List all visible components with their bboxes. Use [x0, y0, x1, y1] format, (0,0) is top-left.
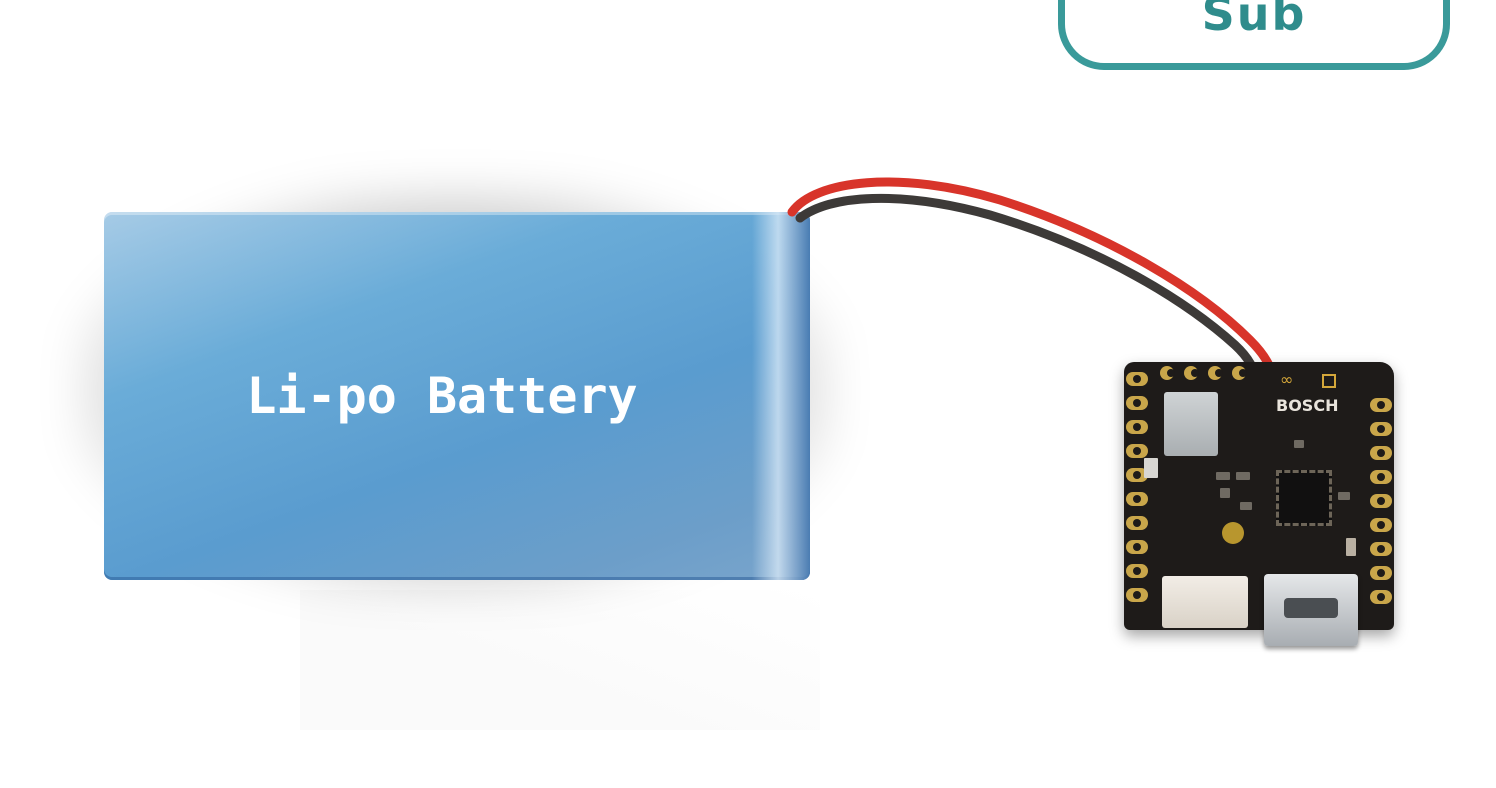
pad: [1126, 372, 1148, 386]
test-point: [1222, 522, 1244, 544]
pad: [1126, 540, 1148, 554]
pad: [1126, 420, 1148, 434]
usb-slot: [1284, 598, 1338, 618]
pad: [1370, 518, 1392, 532]
pad: [1370, 470, 1392, 484]
pad: [1126, 468, 1148, 482]
smd-component: [1220, 488, 1230, 498]
usb-port: [1264, 574, 1358, 646]
pad: [1126, 492, 1148, 506]
pad: [1370, 542, 1392, 556]
top-badge[interactable]: Sub: [1058, 0, 1450, 70]
smd-component: [1236, 472, 1250, 480]
pad: [1126, 564, 1148, 578]
ground-smear: [300, 590, 820, 730]
microcontroller-board: ∞ BOSCH: [1124, 362, 1394, 646]
lipo-battery: Li-po Battery: [104, 212, 810, 580]
pad: [1126, 444, 1148, 458]
pad: [1126, 516, 1148, 530]
pad: [1370, 494, 1392, 508]
smd-component: [1338, 492, 1350, 500]
logo-square: [1322, 374, 1336, 388]
jst-connector: [1162, 576, 1248, 628]
pad: [1370, 422, 1392, 436]
battery-label: Li-po Battery: [246, 367, 638, 425]
smd-component: [1216, 472, 1230, 480]
pad: [1208, 366, 1223, 380]
board-silkscreen: BOSCH: [1276, 396, 1339, 415]
board-logo: ∞: [1280, 370, 1294, 389]
smd-component: [1294, 440, 1304, 448]
pad: [1126, 588, 1148, 602]
battery-connector: [1164, 392, 1218, 456]
pad: [1370, 446, 1392, 460]
red-wire: [787, 177, 1277, 407]
pad: [1184, 366, 1199, 380]
pad: [1160, 366, 1175, 380]
battery-edge-highlight: [752, 212, 810, 580]
pad: [1370, 566, 1392, 580]
pad: [1370, 398, 1392, 412]
badge-label: Sub: [1201, 0, 1307, 41]
pad: [1370, 590, 1392, 604]
pad: [1126, 396, 1148, 410]
smd-component: [1346, 538, 1356, 556]
sensor-chip: [1276, 470, 1332, 526]
pad: [1232, 366, 1247, 380]
button: [1144, 458, 1158, 478]
smd-component: [1240, 502, 1252, 510]
